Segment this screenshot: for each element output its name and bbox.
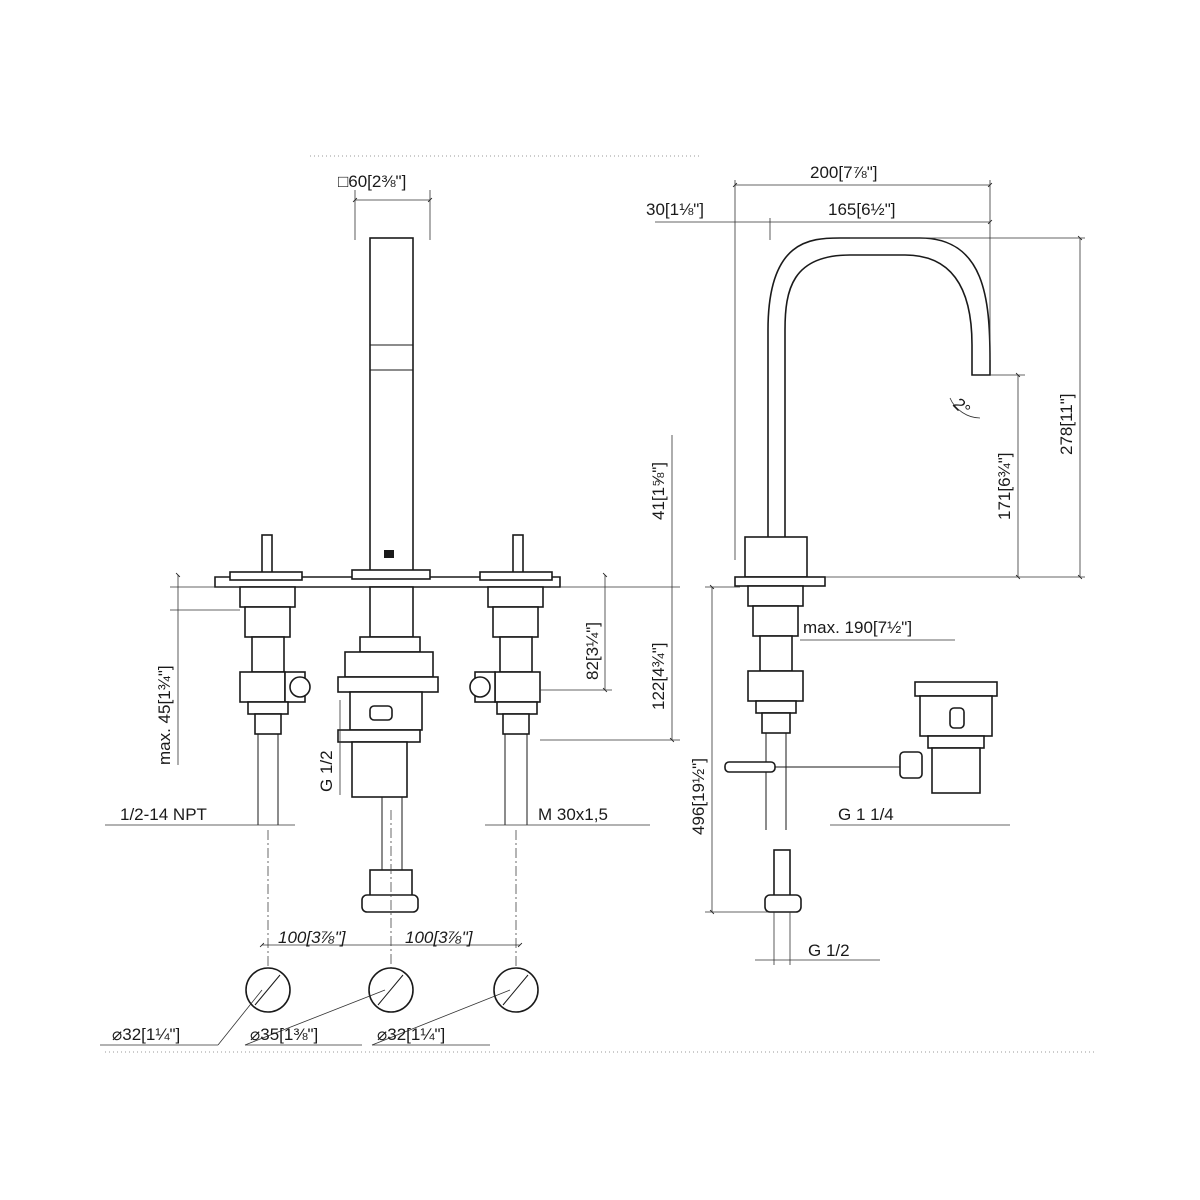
dim-dia-32-right: ⌀32[1¼"] [377, 1025, 445, 1044]
drain [914, 681, 998, 794]
dim-square-60: □60[2⅜"] [338, 172, 406, 191]
dim-height-171: 171[6¾"] [995, 453, 1014, 520]
thread-m30: M 30x1,5 [538, 805, 608, 824]
dim-reach-165: 165[6½"] [828, 200, 895, 219]
thread-g12-supply: G 1/2 [808, 941, 850, 960]
dim-height-278: 278[11"] [1057, 394, 1076, 456]
dim-angle-2: 2° [949, 394, 974, 419]
spout [767, 237, 991, 541]
dim-offset-30: 30[1⅛"] [646, 200, 704, 219]
thread-g114: G 1 1/4 [838, 805, 894, 824]
thread-npt: 1/2-14 NPT [120, 805, 207, 824]
right-valve [469, 534, 553, 825]
spout-base [744, 536, 808, 578]
front-view [100, 190, 680, 1046]
dim-height-82: 82[3¼"] [583, 622, 602, 680]
dim-max-190: max. 190[7½"] [803, 618, 912, 637]
hand-shower [337, 237, 439, 913]
side-view [655, 180, 1085, 965]
dim-dia-35: ⌀35[1⅜"] [250, 1025, 318, 1044]
dim-spacing-right: 100[3⅞"] [405, 928, 474, 947]
dim-dia-32-left: ⌀32[1¼"] [112, 1025, 180, 1044]
dim-height-41: 41[1⅝"] [649, 462, 668, 520]
dim-max-45: max. 45[1¾"] [155, 665, 174, 765]
dim-spacing-left: 100[3⅞"] [278, 928, 347, 947]
dim-width-200: 200[7⅞"] [810, 163, 877, 182]
thread-g12-center: G 1/2 [317, 750, 336, 792]
dim-height-496: 496[19½"] [689, 758, 708, 835]
left-valve [229, 534, 311, 825]
dim-height-122: 122[4¾"] [649, 643, 668, 710]
